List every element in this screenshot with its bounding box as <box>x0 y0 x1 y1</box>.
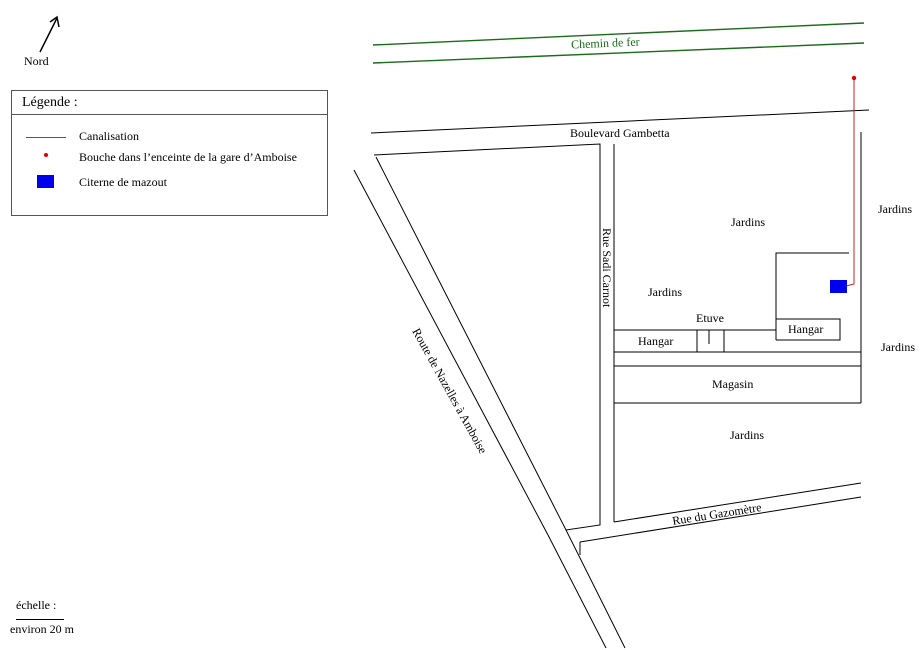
street-nazelles-label: Route de Nazelles à Amboise <box>409 326 490 456</box>
railway <box>372 22 865 64</box>
place-etuve: Etuve <box>696 311 724 325</box>
north-label: Nord <box>24 54 49 68</box>
street-gazometre-label: Rue du Gazomètre <box>671 500 762 528</box>
place-magasin: Magasin <box>712 377 753 391</box>
scale-value: environ 20 m <box>10 622 74 636</box>
scale-bar: échelle : environ 20 m <box>10 598 102 637</box>
red-dot-icon <box>44 153 48 157</box>
road-outlines <box>353 109 870 649</box>
railway-label: Chemin de fer <box>571 35 640 52</box>
scale-title: échelle : <box>16 598 57 612</box>
legend: Légende : Canalisation Bouche dans l’enc… <box>11 90 328 216</box>
pipeline-line-icon <box>26 137 66 138</box>
place-jardins-right-2: Jardins <box>881 340 915 354</box>
place-hangar-left: Hangar <box>638 334 673 348</box>
place-jardins-left: Jardins <box>648 285 682 299</box>
place-hangar-right: Hangar <box>788 322 823 336</box>
legend-item-label: Bouche dans l’enceinte de la gare d’Ambo… <box>79 150 297 164</box>
station-outlet-dot <box>851 75 857 81</box>
pipeline <box>845 78 855 287</box>
place-jardins-top: Jardins <box>731 215 765 229</box>
legend-title: Légende : <box>12 91 327 115</box>
street-sadi-carnot-label: Rue Sadi Carnot <box>600 228 614 308</box>
legend-item-label: Canalisation <box>79 129 139 143</box>
place-jardins-bottom: Jardins <box>730 428 764 442</box>
legend-item-label: Citerne de mazout <box>79 175 167 189</box>
scale-line <box>16 619 64 620</box>
place-jardins-right-1: Jardins <box>878 202 912 216</box>
fuel-tank <box>830 280 847 293</box>
street-gambetta-label: Boulevard Gambetta <box>570 126 670 140</box>
blue-square-icon <box>37 175 54 188</box>
north-arrow-icon <box>39 15 60 53</box>
